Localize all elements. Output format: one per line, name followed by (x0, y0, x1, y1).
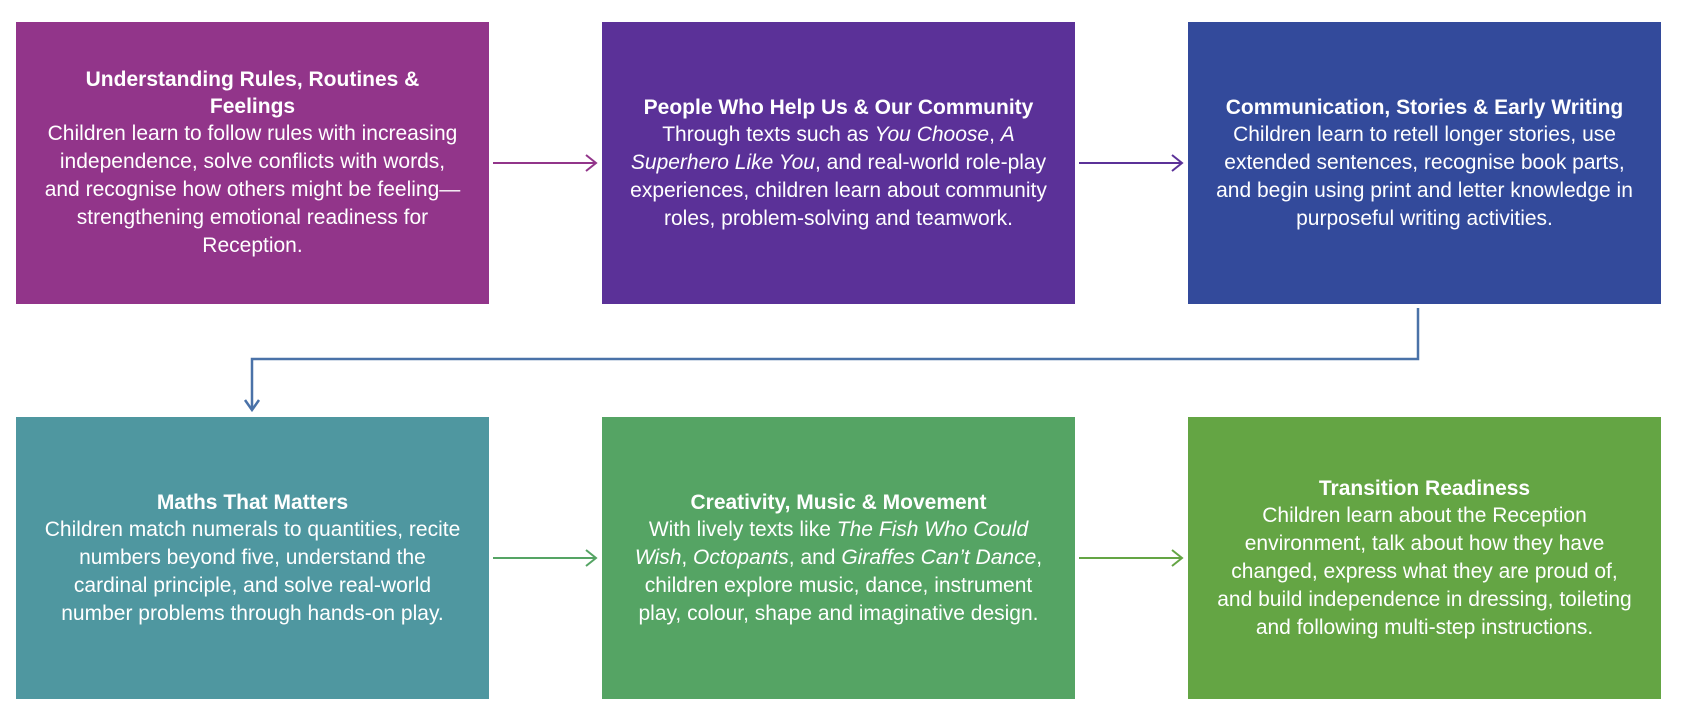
step-box-maths: Maths That Matters Children match numera… (16, 417, 489, 699)
step-title: People Who Help Us & Our Community (643, 95, 1034, 119)
step-description: Children learn to retell longer stories,… (1216, 122, 1633, 230)
step-box-rules-routines: Understanding Rules, Routines & Feelings… (16, 22, 489, 304)
arrow-3-to-4 (243, 308, 1420, 413)
arrow-1-to-2 (493, 154, 598, 172)
step-box-creativity: Creativity, Music & Movement With lively… (602, 417, 1075, 699)
arrow-2-to-3 (1079, 154, 1184, 172)
arrow-4-to-5 (493, 549, 598, 567)
step-title: Communication, Stories & Early Writing (1225, 95, 1624, 119)
step-description: Through texts such as You Choose, A Supe… (630, 122, 1047, 230)
step-title: Understanding Rules, Routines & Feelings (85, 68, 420, 118)
step-description: With lively texts like The Fish Who Coul… (634, 517, 1043, 625)
step-title: Creativity, Music & Movement (690, 490, 987, 514)
step-description: Children learn about the Reception envir… (1217, 503, 1632, 639)
step-box-transition: Transition Readiness Children learn abou… (1188, 417, 1661, 699)
step-box-communication: Communication, Stories & Early Writing C… (1188, 22, 1661, 304)
step-title: Transition Readiness (1318, 476, 1531, 500)
step-description: Children learn to follow rules with incr… (44, 122, 461, 257)
step-title: Maths That Matters (156, 490, 349, 514)
step-description: Children match numerals to quantities, r… (44, 517, 461, 625)
step-box-people-who-help: People Who Help Us & Our Community Throu… (602, 22, 1075, 304)
arrow-5-to-6 (1079, 549, 1184, 567)
